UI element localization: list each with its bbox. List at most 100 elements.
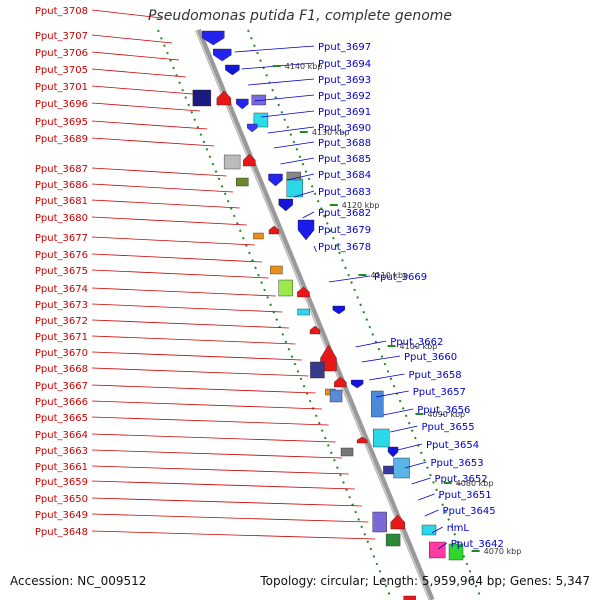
gene-feature (278, 279, 293, 297)
connector-right (254, 94, 315, 102)
gene-label-left: Pput_3689 (35, 134, 88, 145)
gene-arrow (213, 48, 232, 62)
gene-label-right: Pput_3684 (318, 170, 371, 181)
map-title: Pseudomonas putida F1, complete genome (147, 8, 453, 24)
connector-right (309, 228, 315, 236)
gene-arrow (216, 90, 232, 106)
gene-label-left: Pput_3663 (35, 446, 88, 457)
gene-feature (421, 524, 437, 536)
gene-arrow (236, 98, 249, 110)
gene-label-left: Pput_3664 (35, 430, 88, 441)
gene-label-left: Pput_3649 (35, 510, 88, 521)
gene-label-right: Pput_3654 (426, 440, 479, 451)
ruler-line-left (157, 29, 393, 600)
connector-right (313, 245, 317, 253)
connector-left (91, 497, 362, 507)
gene-label-left: Pput_3695 (35, 117, 88, 128)
gene-label-left: Pput_3676 (35, 250, 88, 261)
connector-left (91, 416, 329, 426)
gene-feature (253, 232, 264, 240)
connector-right (280, 157, 315, 165)
gene-arrow (334, 376, 347, 388)
gene-label-left: Pput_3687 (35, 164, 88, 175)
gene-label-right: Pput_3694 (318, 59, 371, 70)
gene-arrow (332, 305, 345, 315)
gene-arrow (278, 198, 293, 212)
gene-feature (373, 428, 390, 448)
connector-right (368, 373, 405, 381)
connector-right (361, 355, 401, 363)
gene-arrow (268, 173, 283, 187)
gene-label-right: Pput_3669 (374, 272, 427, 283)
gene-feature (429, 541, 446, 559)
gene-feature (286, 178, 303, 198)
connector-left (91, 367, 309, 377)
connector-left (91, 287, 276, 297)
kbp-tick-label: 4100 kbp (400, 342, 438, 351)
connector-left (91, 120, 208, 130)
connector-right (234, 45, 315, 53)
gene-feature (310, 361, 325, 379)
gene-arrow (246, 123, 258, 133)
gene-label-left: Pput_3705 (35, 65, 88, 76)
gene-arrow (297, 219, 315, 241)
gene-tracks (157, 28, 483, 600)
gene-label-right: Pput_3655 (422, 422, 475, 433)
connector-left (91, 51, 180, 61)
kbp-tick-label: 4120 kbp (342, 201, 380, 210)
gene-feature (372, 511, 387, 533)
connector-left (91, 167, 227, 177)
accession-text: Accession: NC_009512 (10, 574, 147, 588)
connector-left (91, 513, 369, 523)
connector-left (91, 9, 162, 19)
gene-label-left: Pput_3680 (35, 213, 88, 224)
connector-right (431, 526, 443, 534)
gene-label-right: Pput_3645 (443, 506, 496, 517)
connector-right (293, 190, 315, 198)
ruler-line-right (247, 29, 483, 600)
connector-left (91, 351, 303, 361)
gene-label-right: Pput_3660 (404, 352, 457, 363)
connector-right (302, 211, 315, 219)
connector-left (91, 216, 247, 226)
connector-left (91, 68, 187, 78)
gene-label-right: Pput_3656 (417, 405, 470, 416)
gene-arrow (387, 446, 399, 458)
connector-left (91, 269, 269, 279)
gene-label-left: Pput_3677 (35, 233, 88, 244)
gene-arrow (403, 595, 416, 600)
genome-backbone-highlight (195, 29, 431, 600)
gene-arrow (268, 225, 280, 235)
gene-label-right: Pput_3690 (318, 123, 371, 134)
gene-label-left: Pput_3659 (35, 477, 88, 488)
gene-label-left: Pput_3673 (35, 300, 88, 311)
gene-label-left: Pput_3672 (35, 316, 88, 327)
gene-label-right: Pput_3658 (409, 370, 462, 381)
connector-right (267, 126, 315, 134)
gene-feature (371, 390, 384, 418)
gene-feature (192, 89, 212, 107)
label-connectors (91, 9, 447, 550)
connector-left (91, 384, 316, 394)
kbp-tick-label: 4070 kbp (484, 547, 522, 556)
genome-backbone (195, 28, 435, 600)
gene-feature (286, 171, 302, 181)
gene-label-right: Pput_3678 (318, 242, 371, 253)
connector-left (91, 199, 240, 209)
connector-left (91, 465, 349, 475)
gene-feature (270, 265, 283, 275)
connector-right (328, 275, 371, 283)
gene-label-right: Pput_3679 (318, 225, 371, 236)
gene-label-right: Pput_3651 (439, 490, 492, 501)
gene-label-right: Pput_3683 (318, 187, 371, 198)
gene-label-left: Pput_3674 (35, 284, 88, 295)
connector-right (273, 141, 315, 149)
connector-left (91, 400, 323, 410)
gene-label-right: Pput_3657 (413, 387, 466, 398)
gene-label-left: Pput_3707 (35, 31, 88, 42)
gene-label-left: Pput_3671 (35, 332, 88, 343)
connector-right (248, 78, 315, 86)
gene-label-left: Pput_3668 (35, 364, 88, 375)
